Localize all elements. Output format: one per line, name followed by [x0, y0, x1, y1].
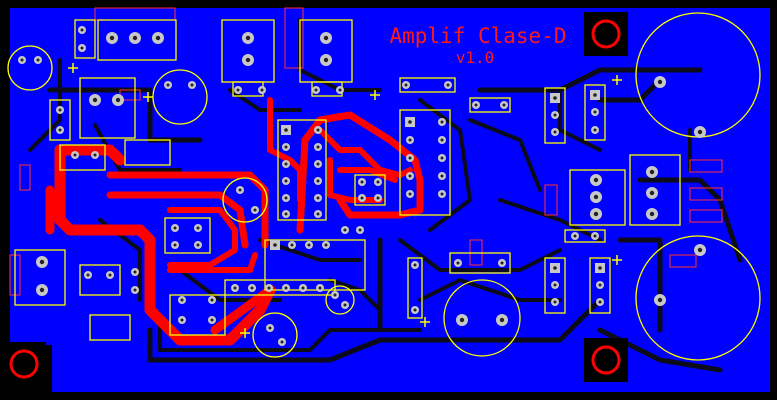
board-title: Amplif Clase-D	[389, 24, 566, 48]
mounting-hole-bottom-right	[584, 338, 628, 382]
mounting-hole-top-right	[584, 12, 628, 56]
mounting-hole-bottom-left	[2, 342, 46, 386]
silkscreen	[7, 12, 761, 361]
mounting-holes	[2, 12, 628, 386]
copper-pour	[10, 8, 770, 392]
polarity-marks	[68, 63, 622, 338]
board-version: v1.0	[456, 48, 495, 67]
